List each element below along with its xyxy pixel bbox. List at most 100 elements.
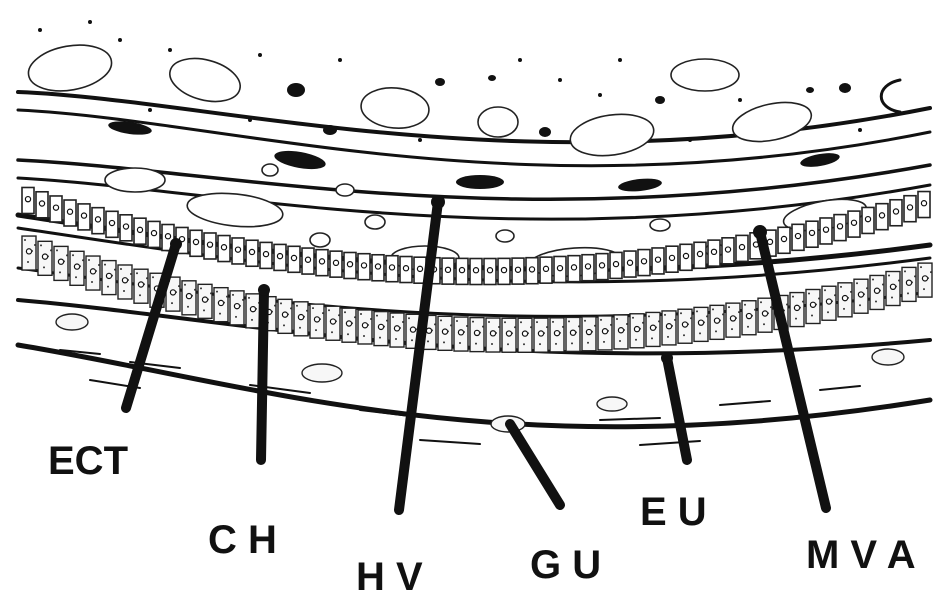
cell-granule — [130, 273, 132, 275]
cell-nucleus — [655, 257, 660, 262]
cell-granule — [658, 320, 660, 322]
ectoderm-cells — [22, 187, 930, 284]
cell-nucleus — [361, 263, 366, 268]
cell-granule — [335, 320, 337, 322]
cell-granule — [88, 259, 90, 261]
cell-granule — [747, 326, 749, 328]
cell-nucleus — [739, 244, 744, 249]
cell-granule — [178, 285, 180, 287]
cell-granule — [72, 254, 74, 256]
cell-granule — [719, 319, 721, 321]
cell-granule — [120, 268, 122, 270]
cell-granule — [360, 313, 362, 315]
cell-nucleus — [207, 242, 212, 247]
cell-granule — [715, 330, 717, 332]
cell-nucleus — [186, 294, 191, 299]
cell-nucleus — [81, 213, 86, 218]
cell-granule — [639, 328, 641, 330]
cell-granule — [152, 276, 154, 278]
cell-granule — [696, 310, 698, 312]
cell-granule — [296, 305, 298, 307]
cell-granule — [744, 304, 746, 306]
cell-granule — [331, 331, 333, 333]
cell-granule — [210, 292, 212, 294]
cell-nucleus — [42, 254, 47, 259]
cell-granule — [600, 319, 602, 321]
cell-granule — [354, 316, 356, 318]
cell-granule — [818, 297, 820, 299]
cell-nucleus — [586, 329, 591, 334]
cell-granule — [907, 292, 909, 294]
cell-nucleus — [907, 205, 912, 210]
cell-granule — [511, 332, 513, 334]
cell-granule — [827, 311, 829, 313]
cell-granule — [767, 312, 769, 314]
cell-granule — [843, 308, 845, 310]
cell-nucleus — [714, 318, 719, 323]
cell-nucleus — [138, 282, 143, 287]
cell-granule — [584, 320, 586, 322]
cell-nucleus — [202, 297, 207, 302]
cell-granule — [123, 290, 125, 292]
cell-granule — [447, 330, 449, 332]
cell-granule — [619, 340, 621, 342]
cell-granule — [770, 306, 772, 308]
cell-granule — [27, 261, 29, 263]
cell-granule — [187, 306, 189, 308]
cell-granule — [552, 321, 554, 323]
cell-nucleus — [874, 288, 879, 293]
cell-granule — [635, 339, 637, 341]
cell-granule — [514, 326, 516, 328]
cell-granule — [200, 287, 202, 289]
cell-granule — [459, 342, 461, 344]
cell-granule — [98, 264, 100, 266]
cell-nucleus — [711, 249, 716, 254]
cell-nucleus — [543, 266, 548, 271]
cell-granule — [443, 341, 445, 343]
cell-granule — [290, 307, 292, 309]
cell-granule — [555, 343, 557, 345]
cell-granule — [351, 322, 353, 324]
cell-granule — [760, 301, 762, 303]
cell-nucleus — [410, 327, 415, 332]
cell-granule — [283, 324, 285, 326]
cell-nucleus — [74, 264, 79, 269]
cell-granule — [82, 259, 84, 261]
label-eu: E U — [640, 490, 707, 534]
cell-nucleus — [426, 328, 431, 333]
cell-nucleus — [235, 247, 240, 252]
cell-nucleus — [697, 251, 702, 256]
cell-granule — [127, 279, 129, 281]
label-gu: G U — [530, 543, 601, 587]
cell-granule — [43, 266, 45, 268]
cell-granule — [56, 249, 58, 251]
cell-granule — [891, 297, 893, 299]
cell-nucleus — [627, 260, 632, 265]
cell-granule — [248, 297, 250, 299]
cell-nucleus — [221, 245, 226, 250]
cell-nucleus — [362, 323, 367, 328]
cell-granule — [395, 338, 397, 340]
cell-granule — [731, 328, 733, 330]
cell-granule — [50, 249, 52, 251]
cell-nucleus — [921, 201, 926, 206]
cell-granule — [591, 331, 593, 333]
cell-granule — [322, 312, 324, 314]
cell-nucleus — [599, 263, 604, 268]
cell-nucleus — [151, 231, 156, 236]
cell-granule — [139, 294, 141, 296]
cell-granule — [475, 343, 477, 345]
cell-nucleus — [669, 255, 674, 260]
cell-nucleus — [458, 330, 463, 335]
cell-granule — [338, 314, 340, 316]
cell-nucleus — [25, 197, 30, 202]
cell-nucleus — [666, 324, 671, 329]
cell-granule — [866, 287, 868, 289]
cell-granule — [543, 332, 545, 334]
cell-granule — [523, 343, 525, 345]
cell-granule — [191, 295, 193, 297]
cell-nucleus — [330, 319, 335, 324]
cell-granule — [66, 254, 68, 256]
cell-granule — [440, 319, 442, 321]
